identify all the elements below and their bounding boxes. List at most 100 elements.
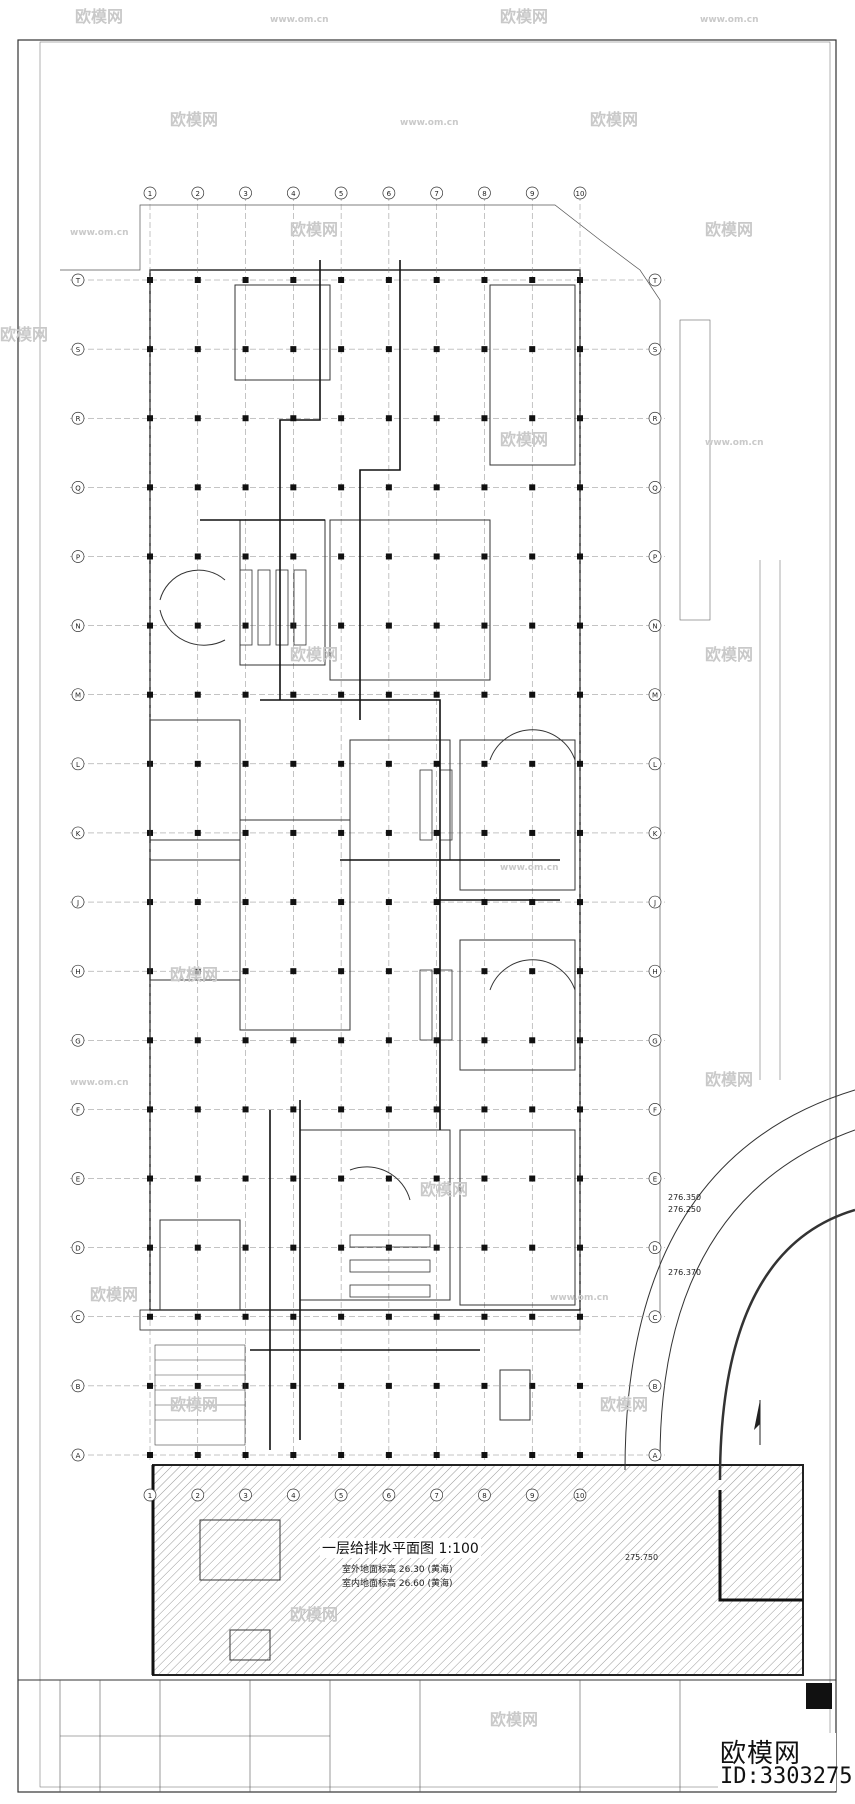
structural-column: [577, 1106, 583, 1113]
watermark-site: www.om.cn: [500, 863, 559, 873]
structural-column: [481, 415, 488, 422]
grid-column-label: 4: [291, 1492, 296, 1500]
structural-column: [433, 1313, 440, 1320]
watermark-site: www.om.cn: [270, 15, 329, 25]
structural-column: [290, 622, 297, 629]
grid-row-bubble: [648, 964, 662, 978]
structural-column: [194, 346, 201, 353]
grid-row-bubble: [648, 826, 662, 840]
watermark-brand: 欧模网: [500, 430, 548, 449]
structural-column: [433, 1175, 440, 1182]
structural-column: [338, 968, 345, 975]
stair-details: [154, 1344, 246, 1446]
structural-column: [481, 484, 488, 491]
structural-column: [529, 760, 536, 767]
structural-column: [194, 1106, 201, 1113]
structural-column: [481, 1244, 488, 1251]
grid-column-bubble: [382, 1488, 396, 1502]
watermark-brand: 欧模网: [705, 645, 753, 664]
grid-column-label: 4: [291, 190, 296, 198]
grid-row-label: K: [653, 830, 658, 838]
structural-column: [338, 553, 345, 560]
structural-column: [290, 1382, 297, 1389]
structural-column: [577, 1313, 583, 1320]
watermark-brand: 欧模网: [705, 220, 753, 239]
structural-column: [577, 899, 583, 906]
structural-column: [481, 1452, 488, 1458]
title-block-mark-icon: [806, 1683, 832, 1709]
grid-row-label: K: [76, 830, 81, 838]
structural-column: [147, 691, 153, 698]
grid-row-label: R: [76, 415, 81, 423]
grid-row-label: L: [76, 761, 80, 769]
grid-column-label: 6: [387, 1492, 392, 1500]
level-mark-3: 275.750: [625, 1553, 658, 1562]
structural-column: [147, 484, 153, 491]
structural-column: [529, 1244, 536, 1251]
grid-column-label: 10: [576, 1492, 585, 1500]
grid-column-label: 1: [148, 1492, 152, 1500]
structural-column: [242, 899, 249, 906]
structural-column: [242, 622, 249, 629]
structural-column: [385, 553, 392, 560]
level-mark-4: 276.370: [668, 1268, 701, 1277]
grid-column-bubble: [143, 1488, 157, 1502]
grid-row-bubble: [71, 1379, 85, 1393]
grid-row-bubble: [648, 411, 662, 425]
grid-row-bubble: [71, 411, 85, 425]
structural-column: [290, 968, 297, 975]
grid-column-bubble: [286, 186, 300, 200]
grid-row-bubble: [648, 1448, 662, 1462]
grid-column-label: 2: [196, 190, 200, 198]
structural-column: [385, 829, 392, 836]
watermark-brand: 欧模网: [705, 1070, 753, 1089]
structural-column: [385, 415, 392, 422]
structural-column: [529, 1452, 536, 1458]
grid-row-label: C: [76, 1314, 81, 1322]
structural-column: [242, 553, 249, 560]
inner-border: [39, 41, 831, 1788]
grid-row-bubble: [71, 895, 85, 909]
structural-column: [147, 553, 153, 560]
grid-row-bubble: [71, 1310, 85, 1324]
grid-row-bubble: [71, 550, 85, 563]
structural-column: [529, 1106, 536, 1113]
grid-column-bubble: [191, 186, 205, 200]
grid-row-label: S: [653, 346, 658, 354]
structural-column: [385, 1313, 392, 1320]
structural-column: [481, 1382, 488, 1389]
grid-row-label: F: [76, 1106, 80, 1114]
grid-row-bubble: [71, 826, 85, 840]
grid-row-label: A: [76, 1452, 81, 1460]
structural-column: [194, 968, 201, 975]
structural-column: [385, 1175, 392, 1182]
structural-column: [194, 829, 201, 836]
grid-column-label: 7: [434, 1492, 438, 1500]
structural-columns: [147, 277, 583, 1458]
structural-column: [194, 622, 201, 629]
structural-column: [194, 277, 201, 283]
hatched-plaza: [152, 1464, 804, 1676]
grid-column-bubble: [191, 1488, 205, 1502]
structural-column: [481, 899, 488, 906]
grid-column-bubble: [334, 1488, 348, 1502]
structural-column: [385, 484, 392, 491]
grid-row-label: J: [76, 899, 79, 907]
structural-column: [194, 691, 201, 698]
level-mark-1: 276.350: [668, 1193, 701, 1202]
structural-column: [529, 691, 536, 698]
interior-partitions: [149, 284, 576, 1661]
level-marks: 276.350 276.250 275.750 276.370: [625, 1193, 701, 1562]
grid-row-label: H: [652, 968, 657, 976]
structural-column: [385, 1244, 392, 1251]
grid-column-label: 5: [339, 190, 343, 198]
title-block: [59, 1680, 681, 1792]
structural-column: [194, 899, 201, 906]
plan-note-indoor: 室内地面标高 26.60 (黄海): [342, 1579, 453, 1589]
grid-column-bubble: [334, 186, 348, 200]
grid-row-bubble: [71, 1241, 85, 1254]
structural-column: [433, 1452, 440, 1458]
structural-column: [433, 760, 440, 767]
brand-name: 欧模网: [720, 1739, 802, 1769]
site-boundary: [60, 204, 661, 1320]
